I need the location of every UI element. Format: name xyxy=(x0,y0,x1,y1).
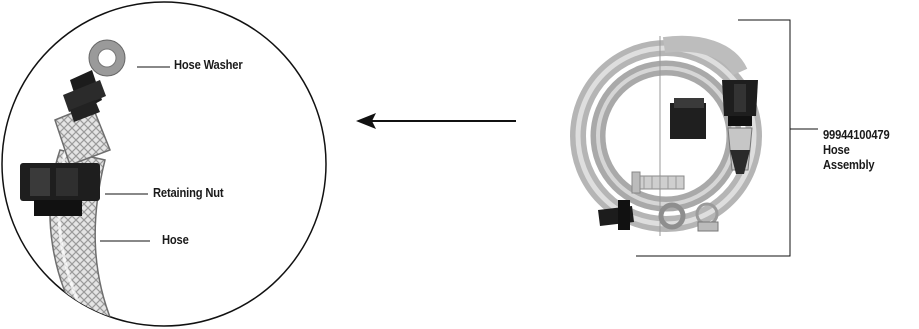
detail-callout-circle xyxy=(2,2,326,329)
direction-arrow xyxy=(356,113,516,129)
hose-assembly-label: 99944100479 Hose Assembly xyxy=(823,127,890,172)
part-number: 99944100479 xyxy=(823,127,890,142)
assembly-name-line1: Hose xyxy=(823,142,890,157)
assembly-center-nut xyxy=(670,98,706,139)
retaining-nut-label: Retaining Nut xyxy=(153,185,223,200)
hose-assembly-product xyxy=(578,36,758,236)
hose-washer-label: Hose Washer xyxy=(174,57,243,72)
hose-washer xyxy=(89,40,125,76)
hose-label: Hose xyxy=(162,232,189,247)
assembly-insert xyxy=(632,172,684,193)
assembly-name-line2: Assembly xyxy=(823,157,890,172)
